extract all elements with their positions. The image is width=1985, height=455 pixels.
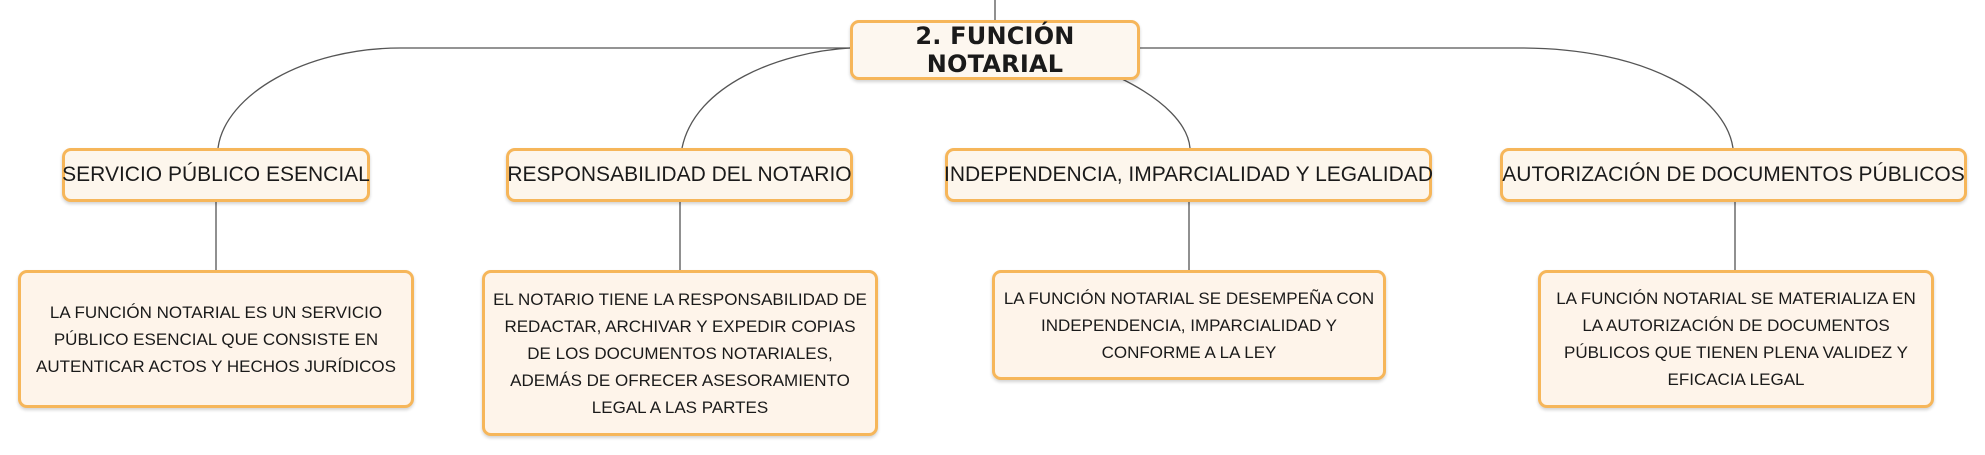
detail-text: EL NOTARIO TIENE LA RESPONSABILIDAD DE R… bbox=[493, 289, 867, 417]
topic-responsabilidad-del-notario[interactable]: RESPONSABILIDAD DEL NOTARIO bbox=[506, 148, 853, 202]
detail-text: LA FUNCIÓN NOTARIAL ES UN SERVICIO PÚBLI… bbox=[36, 302, 396, 376]
detail-responsabilidad-del-notario[interactable]: EL NOTARIO TIENE LA RESPONSABILIDAD DE R… bbox=[482, 270, 878, 436]
detail-text: LA FUNCIÓN NOTARIAL SE MATERIALIZA EN LA… bbox=[1556, 289, 1916, 389]
connector-root-topic-2 bbox=[1119, 77, 1191, 149]
topic-label: RESPONSABILIDAD DEL NOTARIO bbox=[507, 163, 852, 186]
topic-servicio-publico-esencial[interactable]: SERVICIO PÚBLICO ESENCIAL bbox=[62, 148, 370, 202]
detail-autorizacion-documentos-publicos[interactable]: LA FUNCIÓN NOTARIAL SE MATERIALIZA EN LA… bbox=[1538, 270, 1934, 408]
topic-autorizacion-documentos-publicos[interactable]: AUTORIZACIÓN DE DOCUMENTOS PÚBLICOS bbox=[1500, 148, 1967, 202]
detail-independencia-imparcialidad-legalidad[interactable]: LA FUNCIÓN NOTARIAL SE DESEMPEÑA CON IND… bbox=[992, 270, 1386, 380]
central-topic[interactable]: 2. FUNCIÓN NOTARIAL bbox=[850, 20, 1140, 80]
topic-label: AUTORIZACIÓN DE DOCUMENTOS PÚBLICOS bbox=[1502, 163, 1965, 186]
topic-label: INDEPENDENCIA, IMPARCIALIDAD Y LEGALIDAD bbox=[944, 163, 1433, 186]
topic-independencia-imparcialidad-legalidad[interactable]: INDEPENDENCIA, IMPARCIALIDAD Y LEGALIDAD bbox=[944, 148, 1433, 202]
topic-label: SERVICIO PÚBLICO ESENCIAL bbox=[62, 163, 370, 186]
connector-root-topic-0 bbox=[217, 47, 850, 149]
connector-root-topic-3 bbox=[1140, 47, 1734, 149]
central-topic-label: 2. FUNCIÓN NOTARIAL bbox=[915, 22, 1075, 78]
detail-text: LA FUNCIÓN NOTARIAL SE DESEMPEÑA CON IND… bbox=[1003, 288, 1375, 362]
detail-servicio-publico-esencial[interactable]: LA FUNCIÓN NOTARIAL ES UN SERVICIO PÚBLI… bbox=[18, 270, 414, 408]
connector-root-topic-1 bbox=[681, 47, 851, 149]
